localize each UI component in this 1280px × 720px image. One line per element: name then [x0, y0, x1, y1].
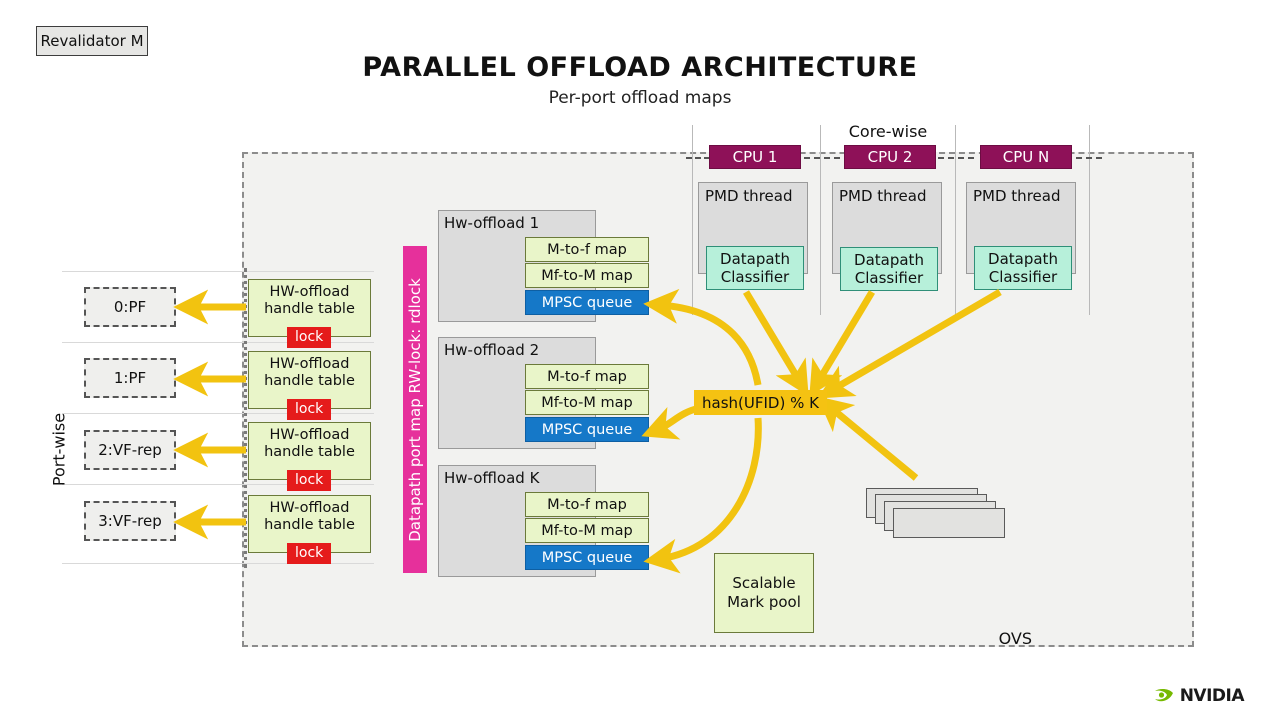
hw-offload-group-1: Hw-offload 1 M-to-f map Mf-to-M map MPSC… — [438, 210, 649, 322]
nvidia-logo: NVIDIA — [1153, 686, 1245, 706]
port-label: 2:VF-rep — [98, 441, 162, 459]
hash-chip[interactable]: hash(UFID) % K — [694, 390, 827, 415]
pmd-thread-label: PMD thread — [839, 187, 927, 205]
handle-table-line1: HW-offload — [269, 284, 350, 300]
cpu-chip-2[interactable]: CPU 2 — [844, 145, 936, 169]
port-wise-axis-label: Port-wise — [49, 412, 69, 487]
port-label: 1:PF — [113, 369, 147, 387]
page-title: PARALLEL OFFLOAD ARCHITECTURE — [362, 52, 918, 83]
datapath-classifier-n[interactable]: Datapath Classifier — [974, 246, 1072, 290]
datapath-classifier-1[interactable]: Datapath Classifier — [706, 246, 804, 290]
rwlock-label: Datapath port map RW-lock: rdlock — [406, 277, 424, 542]
hw-offload-title: Hw-offload 2 — [444, 341, 540, 359]
nvidia-eye-icon — [1154, 688, 1173, 702]
nvidia-wordmark: NVIDIA — [1179, 686, 1245, 706]
cpu-dash-line — [686, 157, 710, 159]
cpu-column-divider — [1089, 125, 1090, 315]
handle-table-0[interactable]: HW-offload handle table lock — [248, 279, 371, 348]
lock-badge: lock — [287, 470, 332, 491]
handle-table-2[interactable]: HW-offload handle table lock — [248, 422, 371, 491]
port-separator — [62, 484, 374, 485]
classifier-line2: Classifier — [854, 269, 924, 287]
handle-table-line1: HW-offload — [269, 500, 350, 516]
classifier-line1: Datapath — [720, 250, 790, 268]
m-to-f-map-row[interactable]: M-to-f map — [525, 364, 649, 389]
port-box-2[interactable]: 2:VF-rep — [84, 430, 176, 470]
mark-pool-line1: Scalable — [732, 574, 796, 592]
port-table-divider — [244, 268, 247, 568]
mpsc-queue-row[interactable]: MPSC queue — [525, 545, 649, 570]
cpu-chip-label: CPU 1 — [732, 148, 778, 166]
cpu-dash-line — [938, 157, 974, 159]
m-to-f-map-row[interactable]: M-to-f map — [525, 492, 649, 517]
port-separator — [62, 413, 374, 414]
classifier-line2: Classifier — [988, 268, 1058, 286]
lock-badge: lock — [287, 543, 332, 564]
cpu-column-divider — [820, 125, 821, 315]
classifier-line1: Datapath — [988, 250, 1058, 268]
cpu-chip-label: CPU 2 — [867, 148, 913, 166]
pmd-thread-label: PMD thread — [973, 187, 1061, 205]
mf-to-m-map-row[interactable]: Mf-to-M map — [525, 518, 649, 543]
mpsc-queue-row[interactable]: MPSC queue — [525, 417, 649, 442]
handle-table-line2: handle table — [264, 301, 355, 317]
hw-offload-title: Hw-offload 1 — [444, 214, 540, 232]
hw-offload-group-2: Hw-offload 2 M-to-f map Mf-to-M map MPSC… — [438, 337, 649, 449]
revalidator-label: Revalidator M — [40, 32, 144, 50]
cpu-chip-label: CPU N — [1002, 148, 1050, 166]
port-box-1[interactable]: 1:PF — [84, 358, 176, 398]
datapath-classifier-2[interactable]: Datapath Classifier — [840, 247, 938, 291]
classifier-line2: Classifier — [720, 268, 790, 286]
mark-pool-line2: Mark pool — [727, 593, 801, 611]
revalidator-front-card[interactable]: Revalidator M — [36, 26, 148, 56]
port-separator — [62, 563, 374, 564]
mf-to-m-map-row[interactable]: Mf-to-M map — [525, 390, 649, 415]
core-wise-axis-label: Core-wise — [848, 122, 928, 141]
handle-table-line1: HW-offload — [269, 356, 350, 372]
cpu-chip-1[interactable]: CPU 1 — [709, 145, 801, 169]
revalidator-card — [893, 508, 1005, 538]
handle-table-line2: handle table — [264, 444, 355, 460]
hw-offload-title: Hw-offload K — [444, 469, 540, 487]
port-label: 0:PF — [113, 298, 147, 316]
lock-badge: lock — [287, 399, 332, 420]
port-label: 3:VF-rep — [98, 512, 162, 530]
port-box-0[interactable]: 0:PF — [84, 287, 176, 327]
handle-table-3[interactable]: HW-offload handle table lock — [248, 495, 371, 564]
page-subtitle: Per-port offload maps — [548, 88, 732, 108]
handle-table-line2: handle table — [264, 373, 355, 389]
mpsc-queue-row[interactable]: MPSC queue — [525, 290, 649, 315]
cpu-chip-n[interactable]: CPU N — [980, 145, 1072, 169]
cpu-dash-line — [804, 157, 840, 159]
port-separator — [62, 342, 374, 343]
cpu-column-divider — [955, 125, 956, 315]
cpu-column-divider — [692, 125, 693, 315]
hw-offload-group-k: Hw-offload K M-to-f map Mf-to-M map MPSC… — [438, 465, 649, 577]
m-to-f-map-row[interactable]: M-to-f map — [525, 237, 649, 262]
handle-table-1[interactable]: HW-offload handle table lock — [248, 351, 371, 420]
ovs-label: OVS — [998, 629, 1032, 648]
revalidator-stack[interactable] — [866, 488, 1014, 544]
lock-badge: lock — [287, 327, 332, 348]
handle-table-line1: HW-offload — [269, 427, 350, 443]
mf-to-m-map-row[interactable]: Mf-to-M map — [525, 263, 649, 288]
scalable-mark-pool[interactable]: Scalable Mark pool — [714, 553, 814, 633]
port-box-3[interactable]: 3:VF-rep — [84, 501, 176, 541]
pmd-thread-label: PMD thread — [705, 187, 793, 205]
handle-table-line2: handle table — [264, 517, 355, 533]
classifier-line1: Datapath — [854, 251, 924, 269]
cpu-dash-line — [1076, 157, 1102, 159]
rwlock-bar: Datapath port map RW-lock: rdlock — [403, 246, 427, 573]
port-separator — [62, 271, 374, 272]
